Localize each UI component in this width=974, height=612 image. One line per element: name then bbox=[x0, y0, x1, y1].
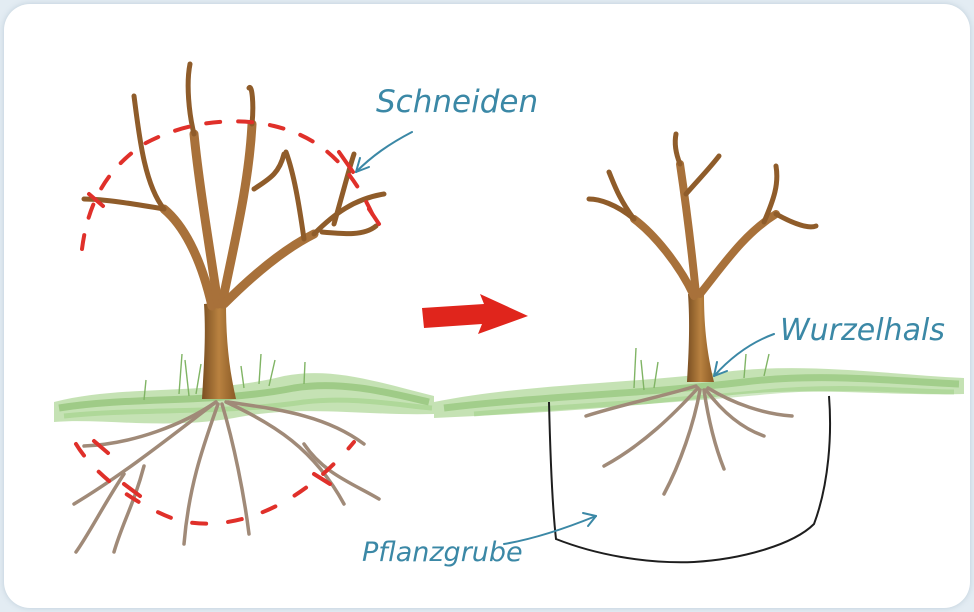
planting-pit bbox=[549, 396, 830, 562]
label-prune: Schneiden bbox=[376, 84, 538, 120]
tree-trunk-left bbox=[84, 64, 384, 399]
root-system-left bbox=[74, 402, 379, 552]
grass-strip-left bbox=[54, 354, 434, 423]
label-root-collar: Wurzelhals bbox=[780, 313, 945, 348]
cut-marks-crown bbox=[82, 121, 379, 249]
red-arrow-right-icon bbox=[422, 294, 528, 334]
label-planting-pit: Pflanzgrube bbox=[362, 537, 523, 568]
callout-arrow-prune bbox=[356, 132, 412, 172]
diagram-card: Schneiden Wurzelhals Pflanzgrube bbox=[4, 4, 970, 608]
planting-diagram: Schneiden Wurzelhals Pflanzgrube bbox=[4, 4, 970, 608]
